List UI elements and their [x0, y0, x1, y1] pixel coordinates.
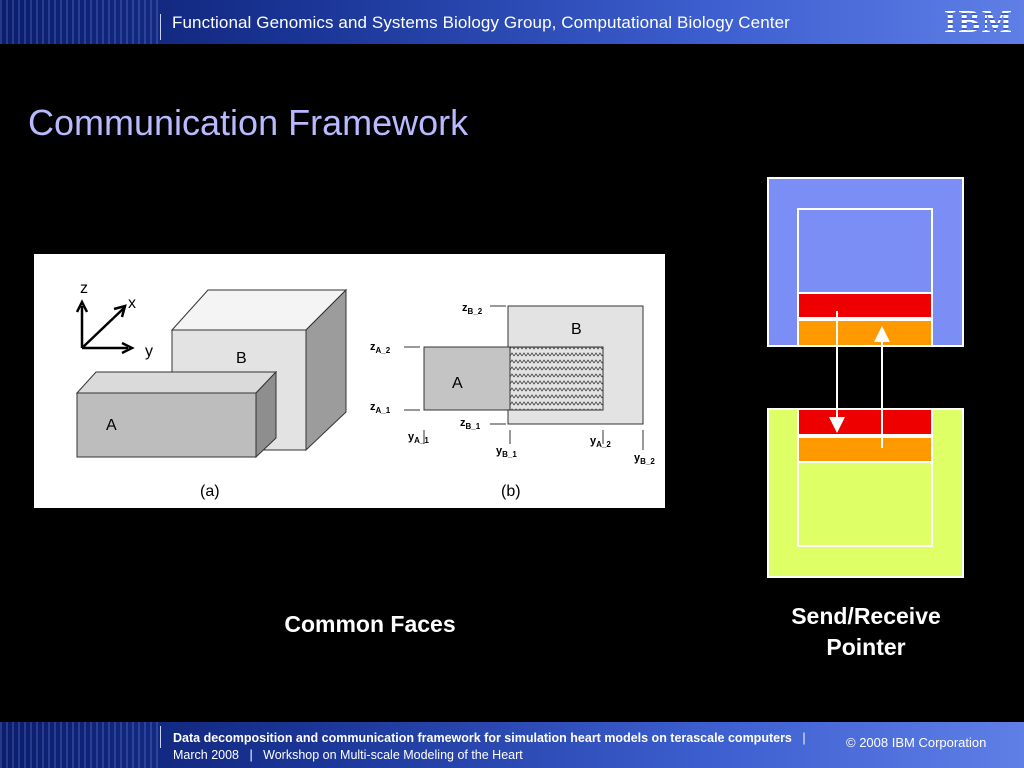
footer-event: Workshop on Multi-scale Modeling of the …	[263, 748, 523, 762]
header-separator	[160, 14, 161, 40]
label-yb2: yB_2	[634, 452, 655, 466]
block-b-2d-label: B	[571, 321, 582, 338]
send-receive-caption-line1: Send/Receive	[791, 603, 941, 629]
block-a-2d	[423, 346, 604, 411]
block-a-3d	[75, 370, 278, 459]
header-decoration	[0, 0, 160, 44]
label-za2: zA_2	[370, 341, 391, 355]
label-ya2: yA_2	[590, 435, 611, 449]
header-title: Functional Genomics and Systems Biology …	[172, 13, 790, 32]
label-zb1: zB_1	[460, 417, 481, 431]
top-receive-band	[797, 319, 933, 347]
block-b-3d-label: B	[236, 350, 247, 367]
send-receive-svg	[767, 177, 964, 578]
axis-z-label: z	[80, 280, 88, 297]
footer-sep-2: |	[249, 748, 253, 762]
block-a-2d-label: A	[452, 375, 463, 392]
footer-text: Data decomposition and communication fra…	[173, 730, 813, 764]
common-faces-caption: Common Faces	[284, 611, 456, 637]
slide-title: Communication Framework	[28, 102, 469, 143]
footer-copyright: © 2008 IBM Corporation	[846, 735, 987, 750]
label-a: (a)	[200, 483, 220, 500]
label-ya1: yA_1	[408, 431, 429, 445]
send-receive-caption: Send/Receive Pointer	[766, 601, 966, 663]
footer-date: March 2008	[173, 748, 240, 762]
bottom-receive-band	[797, 436, 933, 463]
label-b: (b)	[501, 483, 521, 500]
top-send-band	[797, 292, 933, 319]
footer-description: Data decomposition and communication fra…	[173, 731, 792, 745]
block-a-3d-label: A	[106, 417, 117, 434]
figure-svg: z x y B A (a) B A	[75, 280, 655, 500]
axes-icon	[75, 299, 135, 355]
axis-y-label: y	[145, 343, 153, 360]
axis-x-label: x	[128, 295, 136, 312]
send-receive-diagram	[766, 176, 966, 580]
footer-decoration	[0, 722, 160, 768]
guide-lines	[404, 305, 644, 450]
common-faces-figure: z x y B A (a) B A	[34, 254, 665, 508]
bottom-send-band	[797, 408, 933, 436]
send-receive-caption-line2: Pointer	[826, 634, 906, 660]
label-yb1: yB_1	[496, 445, 517, 459]
footer-separator	[160, 726, 161, 748]
top-process-block	[767, 177, 964, 347]
footer-sep-1: |	[802, 731, 806, 745]
footer-bar: Data decomposition and communication fra…	[0, 722, 1024, 768]
header-bar: Functional Genomics and Systems Biology …	[0, 0, 1024, 44]
label-zb2: zB_2	[462, 302, 483, 316]
ibm-logo: IBM	[944, 5, 1018, 37]
bottom-process-block	[767, 408, 964, 578]
label-za1: zA_1	[370, 401, 391, 415]
